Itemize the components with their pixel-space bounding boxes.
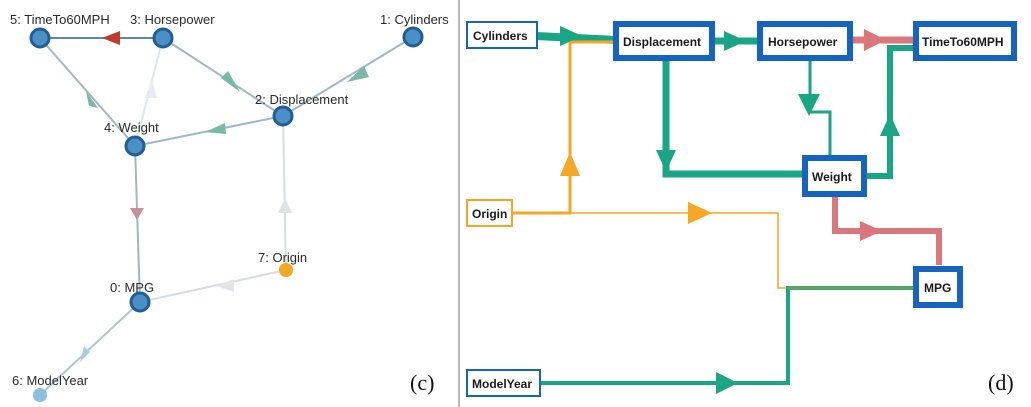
panel-d-tag: (d) [988, 370, 1014, 395]
box-modelyear[interactable]: ModelYear [466, 369, 541, 397]
node-mpg[interactable] [129, 291, 151, 313]
arrow-weight-mpg-icon [130, 208, 144, 220]
graph-nodes [29, 26, 424, 402]
graph-labels: 5: TimeTo60MPH 3: Horsepower 1: Cylinder… [10, 12, 449, 388]
node-origin[interactable] [279, 263, 293, 277]
graph-arrowheads [80, 31, 369, 362]
flow-lines [512, 32, 942, 385]
label-cylinders: 1: Cylinders [380, 12, 449, 27]
label-weight: 4: Weight [104, 120, 159, 135]
flow-weight-mpg [832, 196, 942, 265]
panel-c-tag: (c) [410, 370, 434, 395]
arrow-weight-mpg-icon [860, 221, 882, 241]
box-timeto60-label: TimeTo60MPH [922, 35, 1004, 49]
arrow-origin-disp-icon [278, 198, 292, 213]
box-displacement-label: Displacement [623, 35, 701, 49]
arrow-cyl-disp-icon [560, 26, 582, 46]
arrow-weight-timeto60-icon [880, 114, 900, 136]
edge-displacement-origin [282, 115, 287, 271]
arrow-hp-timeto60-icon [102, 31, 120, 45]
edge-modelyear-mpg [39, 301, 141, 396]
arrow-disp-weight-icon [205, 123, 226, 134]
box-timeto60[interactable]: TimeTo60MPH [913, 21, 1017, 61]
graph-canvas: 5: TimeTo60MPH 3: Horsepower 1: Cylinder… [10, 12, 449, 402]
panel-d-flow-diagram: Cylinders Displacement Horsepower TimeTo… [460, 0, 1031, 407]
node-cylinders[interactable] [402, 26, 424, 48]
arrow-origin-mpg-icon [688, 202, 712, 224]
node-weight[interactable] [124, 135, 146, 157]
arrow-origin-mpg-icon [216, 279, 234, 292]
arrow-hp-weight-icon [798, 94, 820, 116]
flow-modelyear-mpg [540, 286, 916, 385]
arrow-disp-weight-icon [656, 150, 676, 172]
edge-origin-mpg [139, 269, 287, 303]
edge-timeto60-weight [39, 37, 136, 147]
flow-arrowheads [560, 26, 900, 394]
arrow-cyl-disp-icon [347, 66, 369, 82]
box-horsepower[interactable]: Horsepower [757, 21, 853, 61]
box-mpg-label: MPG [924, 281, 951, 295]
box-weight-label: Weight [812, 170, 852, 184]
panel-c-node-link-graph: 5: TimeTo60MPH 3: Horsepower 1: Cylinder… [0, 0, 458, 407]
arrow-hp-disp-icon [221, 71, 240, 92]
flow-origin-mpg [512, 212, 790, 289]
box-displacement[interactable]: Displacement [613, 21, 715, 61]
flow-horsepower-weight [808, 60, 832, 155]
label-origin: 7: Origin [258, 250, 307, 265]
graph-edges [39, 36, 414, 396]
flow-weight-timeto60 [864, 45, 916, 179]
node-displacement[interactable] [272, 105, 294, 127]
flow-boxes: Cylinders Displacement Horsepower TimeTo… [466, 21, 1017, 397]
flow-displacement-weight [662, 60, 805, 178]
label-horsepower: 3: Horsepower [130, 12, 215, 27]
box-mpg[interactable]: MPG [913, 266, 963, 308]
box-horsepower-label: Horsepower [768, 35, 838, 49]
node-modelyear[interactable] [33, 388, 47, 402]
arrow-origin-disp-icon [560, 152, 580, 176]
box-weight[interactable]: Weight [802, 155, 867, 197]
edge-cylinders-displacement [282, 36, 414, 117]
box-modelyear-label: ModelYear [472, 377, 532, 391]
arrow-timeto60-weight-icon [86, 91, 98, 108]
arrow-my-mpg-icon [716, 372, 738, 394]
arrow-disp-hp-icon [724, 31, 746, 51]
arrow-my-mpg-icon [80, 346, 90, 362]
node-horsepower[interactable] [152, 27, 174, 49]
arrow-hp-weight-icon [145, 80, 157, 98]
panel-divider [458, 0, 460, 407]
box-cylinders[interactable]: Cylinders [466, 21, 538, 49]
flow-canvas: Cylinders Displacement Horsepower TimeTo… [466, 21, 1017, 397]
edge-weight-mpg [134, 145, 141, 303]
node-timeto60[interactable] [29, 27, 51, 49]
flow-origin-displacement [512, 40, 616, 215]
box-origin[interactable]: Origin [466, 199, 513, 227]
arrow-hp-timeto60-icon [864, 29, 886, 51]
box-origin-label: Origin [472, 207, 507, 221]
label-modelyear: 6: ModelYear [12, 373, 89, 388]
box-cylinders-label: Cylinders [473, 29, 528, 43]
label-timeto60: 5: TimeTo60MPH [10, 12, 110, 27]
label-mpg: 0: MPG [110, 280, 154, 295]
label-displacement: 2: Displacement [255, 92, 349, 107]
